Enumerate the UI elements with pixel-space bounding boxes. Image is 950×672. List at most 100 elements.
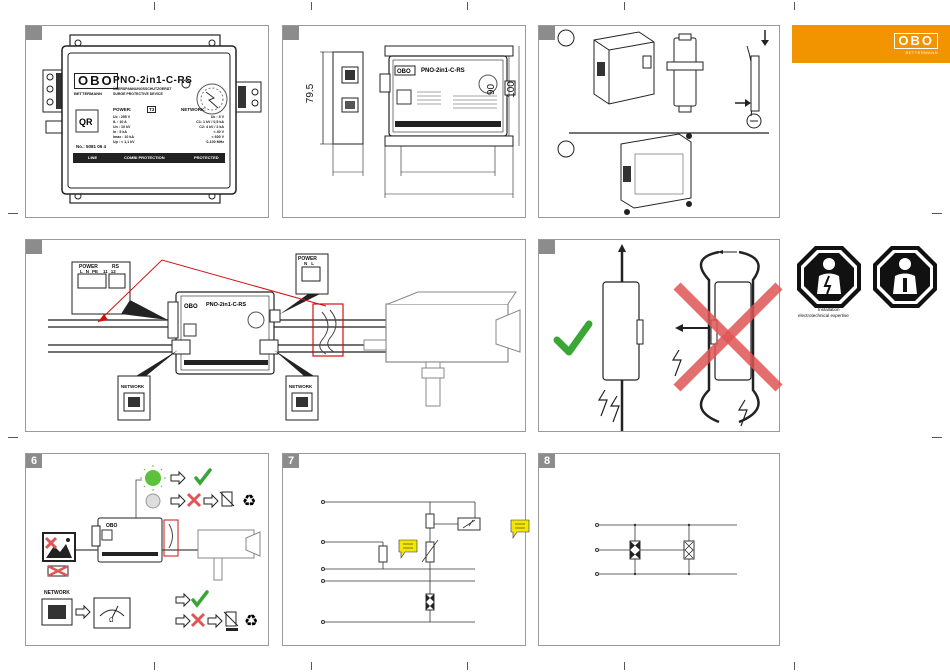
crop-mark: [794, 2, 795, 10]
panel-7: 7: [282, 453, 530, 646]
crop-mark: [932, 437, 942, 438]
spec-line: C1: 1 kV / 0,5 kA: [196, 120, 224, 124]
power-specs: Uc : 255 V IL : 10 A Un : 10 kV In : 5 k…: [113, 115, 134, 145]
spec-line: IL : 10 A: [113, 120, 127, 124]
panel-8: 8: [538, 453, 780, 646]
terminal-power-right-label: POWER: [298, 256, 317, 262]
terminal-label: N: [85, 269, 89, 274]
terminal-labels-right: N L: [304, 261, 314, 266]
cable-routing-illustration: [553, 244, 783, 431]
network-right-label: NETWORK: [289, 384, 313, 389]
svg-text:OBO: OBO: [184, 304, 198, 310]
device-illustration: QR: [42, 34, 262, 204]
spec-line: Un : 10 kV: [113, 125, 131, 129]
art-number: No.: 5081 06 4: [76, 144, 107, 149]
svg-text:PNO-2in1-C-RS: PNO-2in1-C-RS: [206, 302, 246, 308]
network-left-label: NETWORK: [121, 384, 145, 389]
spec-line: Uc : 5 V: [210, 115, 224, 119]
device-desc2: SURGE PROTECTIVE DEVICE: [113, 92, 163, 96]
terminal-power-label: POWER: [79, 264, 98, 270]
svg-text:OBO: OBO: [397, 69, 411, 75]
panel-number: 6: [26, 454, 42, 468]
svg-text:♻: ♻: [244, 613, 258, 630]
network-label: NETWORK: [44, 590, 70, 596]
spec-line: Uc : 255 V: [113, 115, 131, 119]
terminal-label: N: [304, 261, 308, 266]
svg-text:OBO: OBO: [106, 523, 118, 529]
ohm-label: Ω: [109, 618, 114, 624]
device-logo: OBO: [74, 73, 118, 89]
device-desc1: ÜBERSPANNUNGSSCHUTZGERÄT: [113, 87, 172, 91]
svg-text:♻: ♻: [242, 493, 256, 510]
panel-2: OBO PNO-2in1-C-RS 79.5 90 100: [282, 25, 526, 218]
terminal-label: 12: [110, 269, 116, 274]
terminal-labels-left: L N PE 11 12: [80, 269, 116, 274]
status-illustration: ♻ OBO ♻: [41, 465, 261, 631]
spec-line: < 600 V: [211, 135, 225, 139]
crop-mark: [154, 662, 155, 670]
dimension-drawing: OBO PNO-2in1-C-RS: [320, 45, 520, 198]
spec-line: 0-100 MHz: [206, 140, 224, 144]
terminal-label: PE: [92, 269, 99, 274]
crop-mark: [311, 662, 312, 670]
brand-sub: BETTERMANN: [905, 50, 938, 55]
panel-4: OBO PNO-2in1-C-RS: [25, 239, 526, 432]
dim-height-100: 100: [505, 81, 517, 98]
panel-number: [26, 240, 42, 254]
panel-number: [283, 26, 299, 40]
device-model: PNO-2in1-C-RS: [113, 75, 193, 86]
expertise-caption: Installation electrotechnical expertise: [798, 307, 888, 319]
connection-illustration: OBO PNO-2in1-C-RS: [48, 253, 521, 421]
brand-header: OBO BETTERMANN: [792, 25, 950, 63]
spec-line: In : 5 kA: [113, 130, 127, 134]
crop-mark: [154, 2, 155, 10]
terminal-label: L: [311, 261, 314, 266]
crop-mark: [8, 437, 18, 438]
crop-mark: [311, 2, 312, 10]
panel-5: [538, 239, 783, 432]
power-title: POWER:: [113, 107, 132, 112]
terminal-label: L: [80, 269, 83, 274]
crop-mark: [624, 2, 625, 10]
panel-6: 6 ♻ OBO: [25, 453, 269, 646]
terminal-rs-label: RS: [112, 264, 119, 270]
caption-line: Installation: [818, 307, 840, 312]
crop-mark: [467, 662, 468, 670]
circuit-diagram-power: [321, 500, 530, 624]
terminal-label: 11: [103, 269, 108, 274]
mounting-illustration: [557, 29, 769, 215]
bar-line: LINE: [88, 155, 98, 160]
power-type: T3: [147, 106, 157, 113]
panel-1: QR OBO BETTERMANN PNO-2in1-C-RS ÜBERSPAN…: [25, 25, 269, 218]
network-specs: Uc : 5 V C1: 1 kV / 0,5 kA C2: 4 kV / 2 …: [176, 115, 224, 145]
crop-mark: [467, 2, 468, 10]
panel-number: 7: [283, 454, 299, 468]
bar-protected: PROTECTED: [194, 155, 219, 160]
spec-line: Up : < 1,1 kV: [113, 140, 135, 144]
panel-number: [539, 26, 555, 40]
brand-logo: OBO: [894, 33, 938, 49]
crop-mark: [8, 213, 18, 214]
technician-icon: [873, 246, 937, 308]
crop-mark: [932, 213, 942, 214]
spec-line: C2: 4 kV / 2 kA: [199, 125, 224, 129]
crop-mark: [624, 662, 625, 670]
electrician-icon: [797, 246, 861, 308]
circuit-diagram-network: [595, 523, 737, 576]
svg-text:PNO-2in1-C-RS: PNO-2in1-C-RS: [421, 68, 465, 74]
bar-combi: COMBI PROTECTION: [124, 155, 165, 160]
device-maker: BETTERMANN: [74, 91, 102, 96]
crop-mark: [794, 662, 795, 670]
safety-icons: [797, 246, 937, 308]
caption-line: electrotechnical expertise: [798, 313, 849, 318]
panel-number: [539, 240, 555, 254]
spec-line: Imax : 10 kA: [113, 135, 134, 139]
network-title: NETWORK:: [181, 107, 206, 112]
dim-height-side: 79.5: [305, 83, 317, 104]
dim-height-90: 90: [486, 83, 498, 96]
panel-number: [26, 26, 42, 40]
panel-number: 8: [539, 454, 555, 468]
svg-text:QR: QR: [79, 117, 93, 127]
panel-3: [538, 25, 780, 218]
spec-line: < 40 V: [213, 130, 225, 134]
